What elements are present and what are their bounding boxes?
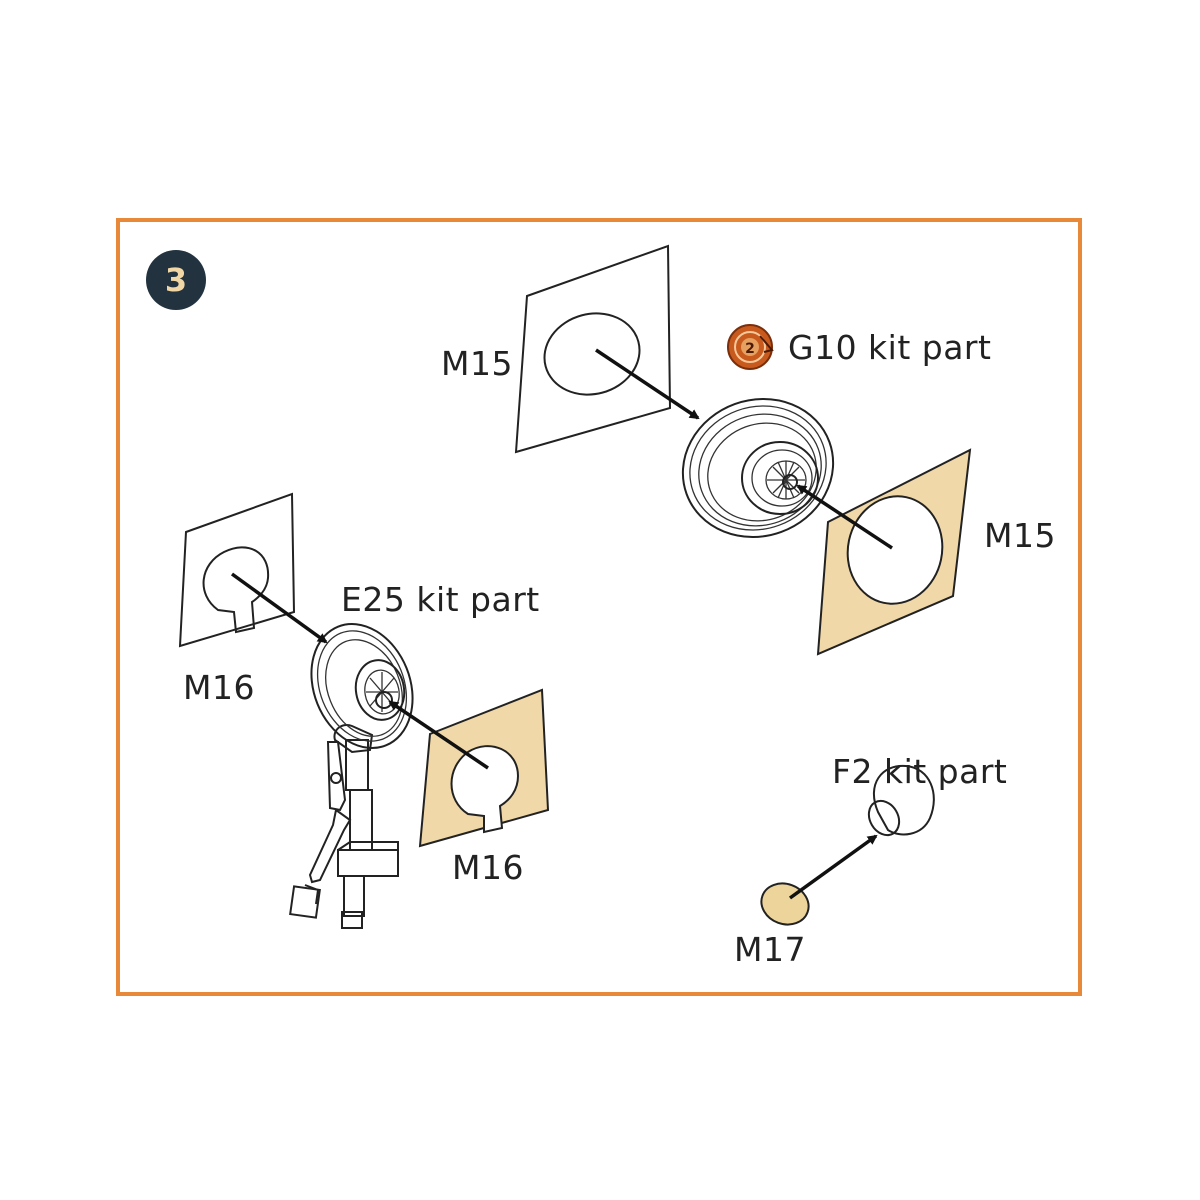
m15-right-painted-mask bbox=[816, 448, 972, 656]
f2-dome-part bbox=[867, 764, 935, 837]
label-m15-right: M15 bbox=[984, 516, 1056, 555]
label-m15-top: M15 bbox=[441, 344, 513, 383]
label-m16-right: M16 bbox=[452, 848, 524, 887]
m15-top-mask-sheet bbox=[514, 244, 672, 454]
g10-icon-number: 2 bbox=[745, 341, 755, 357]
step-number-badge: 3 bbox=[146, 250, 206, 310]
arrow-m15-right-to-wheel bbox=[796, 484, 893, 550]
arrow-m15-top-to-wheel bbox=[595, 348, 700, 420]
m16-right-painted-mask bbox=[418, 688, 550, 848]
main-wheel bbox=[681, 398, 835, 538]
label-e25-kit-part: E25 kit part bbox=[341, 580, 540, 619]
arrow-m16-left-to-nosewheel bbox=[230, 572, 328, 644]
nose-gear-strut bbox=[289, 724, 399, 929]
arrow-m17-to-f2 bbox=[788, 834, 878, 900]
m16-left-mask-sheet bbox=[178, 492, 296, 648]
label-g10-kit-part: G10 kit part bbox=[788, 328, 992, 367]
label-m16-left: M16 bbox=[183, 668, 255, 707]
nose-wheel bbox=[310, 622, 414, 750]
g10-kit-part-icon: 2 bbox=[727, 324, 774, 370]
label-m17: M17 bbox=[734, 930, 806, 969]
arrow-m16-right-to-nosewheel bbox=[388, 700, 489, 770]
label-f2-kit-part: F2 kit part bbox=[832, 752, 1008, 791]
